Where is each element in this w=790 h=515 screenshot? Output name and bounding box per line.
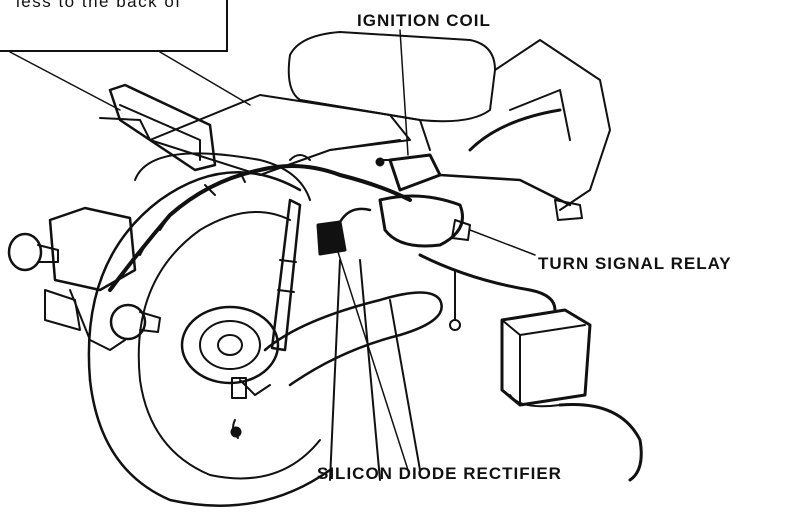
note-text: less to the back of: [16, 0, 182, 11]
turn-signal-relay-label: TURN SIGNAL RELAY: [538, 254, 732, 273]
license-bracket: [69, 289, 126, 351]
right-turn-signal: [109, 303, 147, 341]
coil-leader: [399, 29, 409, 156]
battery: [500, 308, 592, 407]
rectifier: [316, 220, 347, 256]
left-turn-signal: [7, 232, 43, 272]
rear-fender-top: [149, 94, 411, 151]
ignition-coil: [388, 153, 442, 192]
ignition-coil-label: IGNITION COIL: [357, 11, 491, 30]
relay-cluster: [378, 194, 464, 248]
swing-arm: [263, 291, 443, 387]
seat-underside: [299, 99, 431, 151]
tail-light-housing: [48, 206, 137, 292]
frame-down-tube: [329, 259, 341, 481]
wheel-hub: [180, 305, 280, 385]
tire-inner: [137, 211, 291, 381]
seat-outline: [287, 31, 496, 123]
silicon-diode-rectifier-label: SILICON DIODE RECTIFIER: [317, 464, 562, 483]
relay-leader: [469, 229, 536, 256]
note-callout-box: less to the back of: [0, 0, 228, 52]
wiring-harness: [108, 164, 412, 292]
note-leader: [9, 51, 121, 111]
rear-fender: [134, 152, 311, 201]
rectifier-leader: [337, 251, 409, 471]
shock-absorber: [270, 198, 302, 352]
breather-tube: [558, 402, 643, 482]
frame-right: [494, 39, 611, 211]
